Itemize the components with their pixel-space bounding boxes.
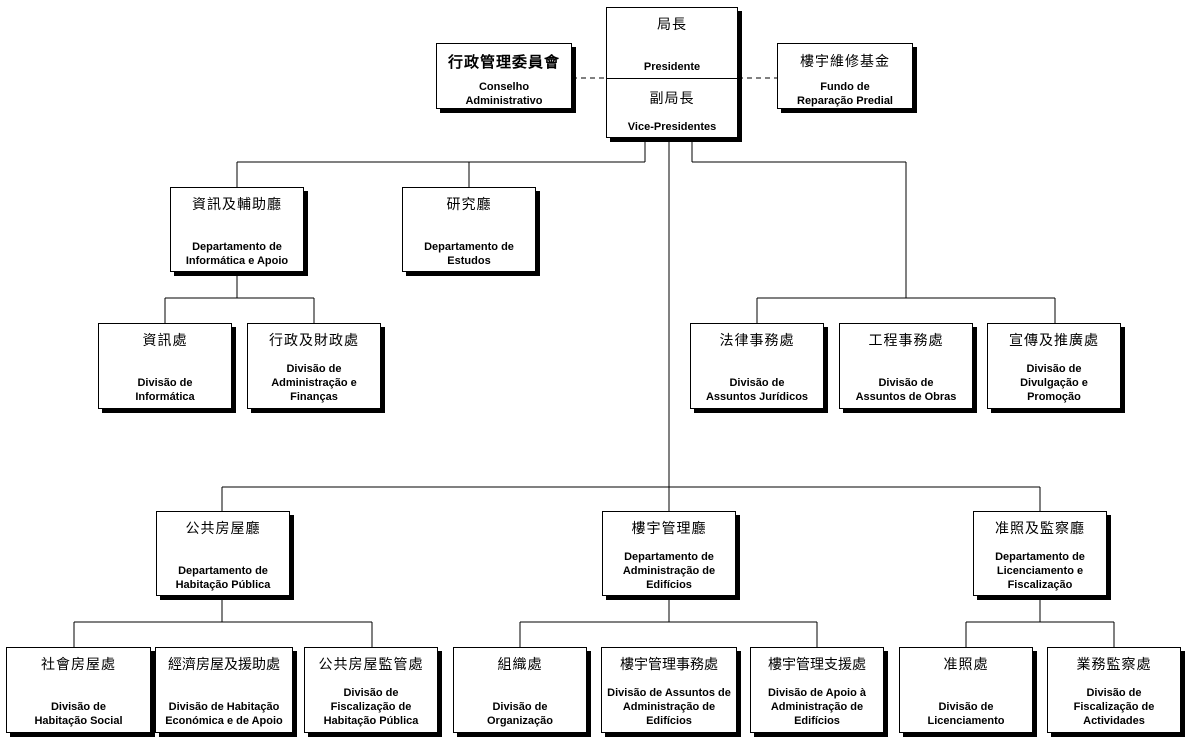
council-zh: 行政管理委員會 bbox=[447, 53, 560, 71]
div-licenciamento-zh: 准照處 bbox=[943, 657, 989, 673]
dept-licenciamento-fiscalizacao: 准照及監察廳 Departamento de Licenciamento e F… bbox=[973, 511, 1107, 596]
div-juridicos-zh: 法律事務處 bbox=[719, 333, 795, 349]
dept-estudos-zh: 研究廳 bbox=[446, 197, 492, 213]
div-licenciamento: 准照處 Divisão de Licenciamento bbox=[899, 647, 1033, 733]
div-fiscalizacao-habitacao-pt: Divisão de Fiscalização de Habitação Púb… bbox=[323, 687, 419, 727]
div-assuntos-administracao-pt: Divisão de Assuntos de Administração de … bbox=[607, 687, 731, 727]
dept-habitacao-publica: 公共房屋廳 Departamento de Habitação Pública bbox=[156, 511, 290, 596]
div-divulgacao: 宣傳及推廣處 Divisão de Divulgação e Promoção bbox=[987, 323, 1121, 409]
div-informatica-zh: 資訊處 bbox=[142, 333, 188, 349]
div-fiscalizacao-habitacao-zh: 公共房屋監管處 bbox=[318, 657, 424, 673]
div-informatica-pt: Divisão de Informática bbox=[135, 377, 195, 403]
div-apoio-administracao: 樓宇管理支援處 Divisão de Apoio à Administração… bbox=[750, 647, 884, 733]
div-habitacao-social-pt: Divisão de Habitação Social bbox=[34, 701, 123, 727]
president-box: 局長 Presidente 副局長 Vice-Presidentes bbox=[606, 7, 738, 138]
div-fiscalizacao-actividades-zh: 業務監察處 bbox=[1076, 657, 1152, 673]
dept-licenciamento-fiscalizacao-pt: Departamento de Licenciamento e Fiscaliz… bbox=[995, 551, 1085, 591]
div-divulgacao-zh: 宣傳及推廣處 bbox=[1009, 333, 1099, 349]
div-obras-zh: 工程事務處 bbox=[868, 333, 944, 349]
council-box: 行政管理委員會 Conselho Administrativo bbox=[436, 43, 572, 109]
div-apoio-administracao-pt: Divisão de Apoio à Administração de Edif… bbox=[767, 687, 866, 727]
div-fiscalizacao-actividades-pt: Divisão de Fiscalização de Actividades bbox=[1073, 687, 1155, 727]
fund-pt: Fundo de Reparação Predial bbox=[797, 81, 893, 107]
div-habitacao-social-zh: 社會房屋處 bbox=[41, 657, 116, 673]
dept-administracao-edificios-pt: Departamento de Administração de Edifíci… bbox=[622, 551, 716, 591]
president-zh: 局長 bbox=[657, 17, 687, 33]
dept-informatica-apoio-zh: 資訊及輔助廳 bbox=[192, 197, 282, 213]
div-juridicos-pt: Divisão de Assuntos Jurídicos bbox=[705, 377, 809, 403]
div-fiscalizacao-habitacao: 公共房屋監管處 Divisão de Fiscalização de Habit… bbox=[304, 647, 438, 733]
div-licenciamento-pt: Divisão de Licenciamento bbox=[927, 701, 1005, 727]
dept-estudos-pt: Departamento de Estudos bbox=[424, 241, 514, 267]
dept-habitacao-publica-zh: 公共房屋廳 bbox=[185, 521, 261, 537]
dept-informatica-apoio-pt: Departamento de Informática e Apoio bbox=[185, 241, 289, 267]
div-obras-pt: Divisão de Assuntos de Obras bbox=[855, 377, 957, 403]
dept-informatica-apoio: 資訊及輔助廳 Departamento de Informática e Apo… bbox=[170, 187, 304, 272]
div-juridicos: 法律事務處 Divisão de Assuntos Jurídicos bbox=[690, 323, 824, 409]
div-organizacao: 組織處 Divisão de Organização bbox=[453, 647, 587, 733]
dept-licenciamento-fiscalizacao-zh: 准照及監察廳 bbox=[995, 521, 1085, 537]
president-divider bbox=[607, 78, 737, 79]
div-organizacao-pt: Divisão de Organização bbox=[486, 701, 554, 727]
president-pt: Presidente bbox=[643, 61, 701, 73]
council-pt: Conselho Administrativo bbox=[465, 81, 543, 107]
fund-zh: 樓宇維修基金 bbox=[800, 54, 890, 70]
div-assuntos-administracao: 樓宇管理事務處 Divisão de Assuntos de Administr… bbox=[601, 647, 737, 733]
vice-president-pt: Vice-Presidentes bbox=[627, 121, 717, 133]
div-habitacao-social: 社會房屋處 Divisão de Habitação Social bbox=[6, 647, 151, 733]
div-divulgacao-pt: Divisão de Divulgação e Promoção bbox=[1020, 363, 1088, 403]
dept-administracao-edificios: 樓宇管理廳 Departamento de Administração de E… bbox=[602, 511, 736, 596]
div-obras: 工程事務處 Divisão de Assuntos de Obras bbox=[839, 323, 973, 409]
fund-box: 樓宇維修基金 Fundo de Reparação Predial bbox=[777, 43, 913, 109]
dept-estudos: 研究廳 Departamento de Estudos bbox=[402, 187, 536, 272]
div-informatica: 資訊處 Divisão de Informática bbox=[98, 323, 232, 409]
div-organizacao-zh: 組織處 bbox=[497, 657, 543, 673]
div-administracao-financas: 行政及財政處 Divisão de Administração e Finanç… bbox=[247, 323, 381, 409]
div-habitacao-economica: 經濟房屋及援助處 Divisão de Habitação Económica … bbox=[155, 647, 293, 733]
div-habitacao-economica-zh: 經濟房屋及援助處 bbox=[168, 657, 280, 673]
div-administracao-financas-pt: Divisão de Administração e Finanças bbox=[271, 363, 357, 403]
div-fiscalizacao-actividades: 業務監察處 Divisão de Fiscalização de Activid… bbox=[1047, 647, 1181, 733]
div-apoio-administracao-zh: 樓宇管理支援處 bbox=[768, 657, 866, 673]
dept-habitacao-publica-pt: Departamento de Habitação Pública bbox=[175, 565, 271, 591]
div-habitacao-economica-pt: Divisão de Habitação Económica e de Apoi… bbox=[165, 701, 283, 727]
dept-administracao-edificios-zh: 樓宇管理廳 bbox=[631, 521, 707, 537]
div-administracao-financas-zh: 行政及財政處 bbox=[269, 333, 359, 349]
div-assuntos-administracao-zh: 樓宇管理事務處 bbox=[620, 657, 718, 673]
vice-president-zh: 副局長 bbox=[649, 91, 695, 107]
